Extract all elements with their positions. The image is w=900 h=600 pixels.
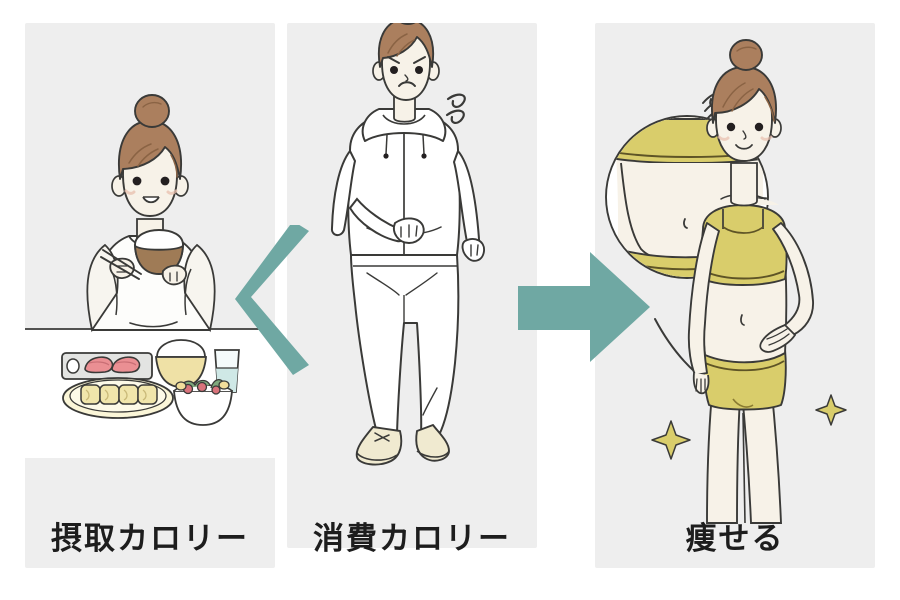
panel-label-burn: 消費カロリー: [313, 521, 511, 557]
chevron-left-icon: [235, 225, 309, 375]
sparkle-star-right: [815, 394, 847, 426]
panel-burn-calories: 消費カロリー: [287, 23, 537, 557]
illustration-woman-walking: [330, 23, 485, 466]
panel-intake-calories: 摂取カロリー: [25, 23, 275, 568]
sparkle-star-left: [651, 420, 691, 460]
panel-label-result: 痩せる: [685, 521, 785, 557]
arrow-right-icon: [518, 252, 650, 362]
panel-result: 痩せる: [595, 23, 875, 568]
illustration-slim-result: [605, 39, 847, 524]
illustration-woman-eating: [25, 94, 275, 458]
motion-squiggles: [445, 93, 466, 124]
panel-label-intake: 摂取カロリー: [51, 521, 249, 557]
belly-closeup-circle-inset: [605, 115, 769, 279]
